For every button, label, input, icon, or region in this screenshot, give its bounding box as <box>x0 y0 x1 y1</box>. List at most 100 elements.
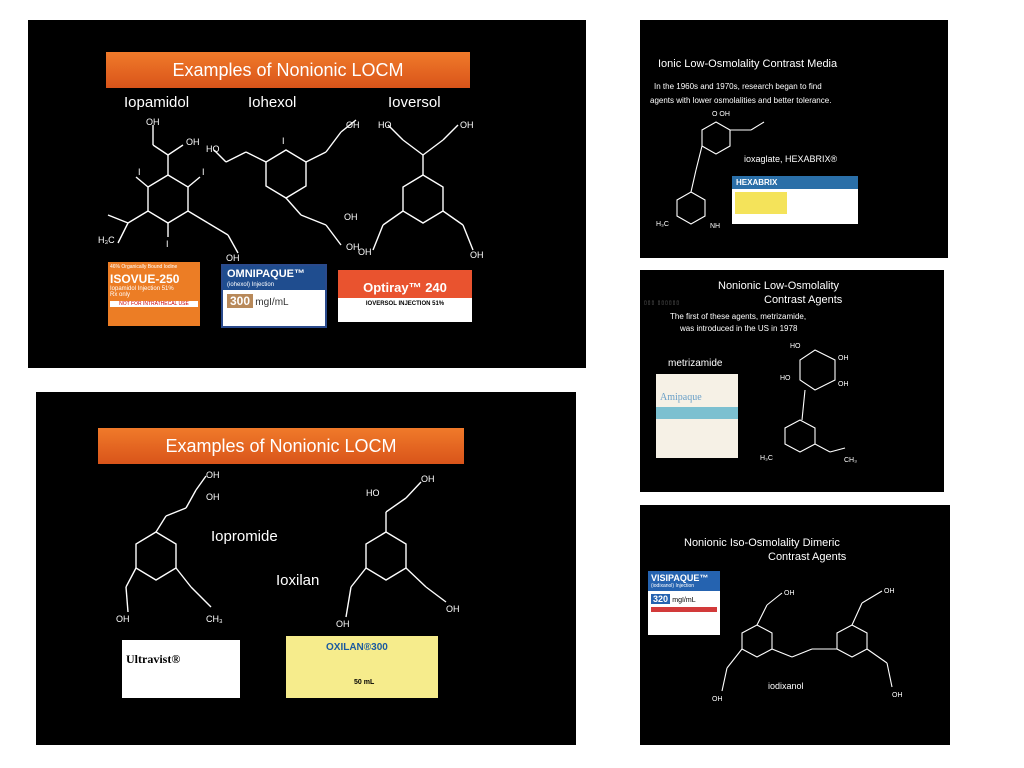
slide4-text1: The first of these agents, metrizamide, <box>670 312 807 321</box>
visipaque-dose: 320 <box>651 594 671 604</box>
omnipaque-dose-row: 300 mgI/mL <box>223 290 325 312</box>
slide1-banner: Examples of Nonionic LOCM <box>106 52 470 88</box>
svg-text:OH: OH <box>226 253 240 263</box>
visipaque-sub: (iodixanol) Injection <box>648 583 720 591</box>
label-ioversol: Ioversol <box>388 94 441 111</box>
omnipaque-sub: (iohexol) Injection <box>223 282 325 290</box>
slide3-caption: ioxaglate, HEXABRIX® <box>744 154 838 164</box>
visipaque-package: VISIPAQUE™ (iodixanol) Injection 320 mgI… <box>648 571 720 635</box>
oxilan-dose: 50 mL <box>354 679 375 686</box>
svg-text:CH₃: CH₃ <box>206 614 223 624</box>
label-iohexol: Iohexol <box>248 94 297 111</box>
slide3-title: Ionic Low-Osmolality Contrast Media <box>658 58 838 70</box>
slide-iopamidol-iohexol-ioversol: Examples of Nonionic LOCM Iopamidol Iohe… <box>28 20 586 368</box>
svg-text:OH: OH <box>206 470 220 480</box>
slide5-name: iodixanol <box>768 681 804 691</box>
metrizamide-structure: HO OH HO OH H₃C CH₃ <box>760 340 870 475</box>
omnipaque-dose: 300 <box>227 294 254 308</box>
optiray-package: Optiray™ 240 IOVERSOL INJECTION 51% <box>338 270 472 322</box>
ioversol-structure: HO OH OH OH <box>348 110 508 265</box>
svg-text:I: I <box>282 136 285 146</box>
slide4-name: metrizamide <box>668 358 723 369</box>
svg-text:OH: OH <box>784 590 795 597</box>
svg-text:OH: OH <box>460 120 474 130</box>
svg-text:O OH: O OH <box>712 111 730 118</box>
slide5-title2: Contrast Agents <box>768 551 847 563</box>
omnipaque-name: OMNIPAQUE™ <box>223 266 325 282</box>
label-iopromide: Iopromide <box>211 528 278 545</box>
svg-text:OH: OH <box>358 247 372 257</box>
svg-text:OH: OH <box>421 474 435 484</box>
svg-text:OH: OH <box>344 212 358 222</box>
hexabrix-package: HEXABRIX <box>732 176 858 224</box>
visipaque-dose-row: 320 mgI/mL <box>648 591 720 607</box>
hexabrix-yellow <box>735 192 787 214</box>
svg-text:OH: OH <box>206 492 220 502</box>
iohexol-structure: HO OH OH OH I <box>206 110 366 265</box>
isovue-top: 46% Organically Bound Iodine <box>110 264 178 270</box>
svg-text:H₃C: H₃C <box>98 235 115 245</box>
svg-text:OH: OH <box>470 250 484 260</box>
ioxilan-structure: OH HO OH OH <box>326 472 466 637</box>
slide-ionic-low-osmolality: Ionic Low-Osmolality Contrast Media In t… <box>640 20 948 258</box>
svg-text:NH: NH <box>710 223 720 230</box>
optiray-name: Optiray™ 240 <box>338 270 472 298</box>
svg-text:OH: OH <box>712 696 723 703</box>
svg-text:HO: HO <box>790 343 801 350</box>
slide-nonionic-metrizamide: ▯▯▯ ▯▯▯▯▯▯ Nonionic Low-Osmolality Contr… <box>640 270 944 492</box>
slide-nonionic-iso-osmolality-dimeric: Nonionic Iso-Osmolality Dimeric Contrast… <box>640 505 950 745</box>
isovue-sub: Iopamidol Injection 51% <box>110 286 174 292</box>
svg-text:I: I <box>138 167 141 177</box>
slide-iopromide-ioxilan: Examples of Nonionic LOCM Iopromide Ioxi… <box>36 392 576 745</box>
slide2-banner: Examples of Nonionic LOCM <box>98 428 464 464</box>
iopamidol-structure: I I I OH OH H₃C OH <box>98 115 248 270</box>
svg-text:OH: OH <box>446 604 460 614</box>
hexabrix-name: HEXABRIX <box>732 176 858 189</box>
svg-text:OH: OH <box>336 619 350 629</box>
ultravist-package: Ultravist® <box>122 640 240 698</box>
visipaque-warn-band <box>651 607 717 612</box>
svg-text:HO: HO <box>366 488 380 498</box>
svg-text:CH₃: CH₃ <box>844 457 857 464</box>
svg-text:I: I <box>202 167 205 177</box>
slide3-text1: In the 1960s and 1970s, research began t… <box>654 82 822 91</box>
visipaque-name: VISIPAQUE™ <box>648 571 720 583</box>
svg-text:OH: OH <box>146 117 160 127</box>
slide4-title1: Nonionic Low-Osmolality <box>718 280 840 292</box>
slide4-watermark: ▯▯▯ ▯▯▯▯▯▯ <box>644 300 681 306</box>
isovue-package: 46% Organically Bound Iodine ISOVUE-250 … <box>108 262 200 326</box>
label-iopamidol: Iopamidol <box>124 94 190 111</box>
amipaque-band <box>656 407 738 419</box>
svg-text:H₃C: H₃C <box>760 455 773 462</box>
isovue-rx: Rx only <box>110 292 131 298</box>
svg-text:HO: HO <box>206 144 220 154</box>
svg-text:OH: OH <box>892 692 903 699</box>
svg-text:OH: OH <box>116 614 130 624</box>
svg-text:OH: OH <box>838 381 849 388</box>
oxilan-name: OXILAN®300 <box>326 642 388 653</box>
slide5-title1: Nonionic Iso-Osmolality Dimeric <box>684 537 840 549</box>
slide4-text2: was introduced in the US in 1978 <box>680 324 798 333</box>
isovue-warn: NOT FOR INTRATHECAL USE <box>110 301 198 307</box>
iopromide-structure: OH OH OH CH₃ <box>106 470 236 637</box>
svg-text:OH: OH <box>186 137 200 147</box>
svg-text:OH: OH <box>884 588 895 595</box>
optiray-sub: IOVERSOL INJECTION 51% <box>365 301 445 307</box>
svg-text:OH: OH <box>838 355 849 362</box>
label-ioxilan: Ioxilan <box>276 572 320 589</box>
svg-text:OH: OH <box>346 120 360 130</box>
amipaque-package: Amipaque <box>656 374 738 458</box>
svg-text:H₃C: H₃C <box>656 221 669 228</box>
svg-text:HO: HO <box>378 120 392 130</box>
svg-text:OH: OH <box>346 242 360 252</box>
oxilan-package: OXILAN®300 50 mL <box>286 636 438 698</box>
isovue-name: ISOVUE-250 <box>110 272 180 286</box>
omnipaque-package: OMNIPAQUE™ (iohexol) Injection 300 mgI/m… <box>221 264 327 328</box>
slide4-title2: Contrast Agents <box>764 294 843 306</box>
iodixanol-structure: OH OH OH OH <box>712 583 932 718</box>
ultravist-name: Ultravist® <box>126 652 181 666</box>
slide3-text2: agents with lower osmolalities and bette… <box>650 96 832 105</box>
svg-text:I: I <box>166 239 169 249</box>
visipaque-unit: mgI/mL <box>672 597 696 604</box>
omnipaque-unit: mgI/mL <box>255 297 289 308</box>
